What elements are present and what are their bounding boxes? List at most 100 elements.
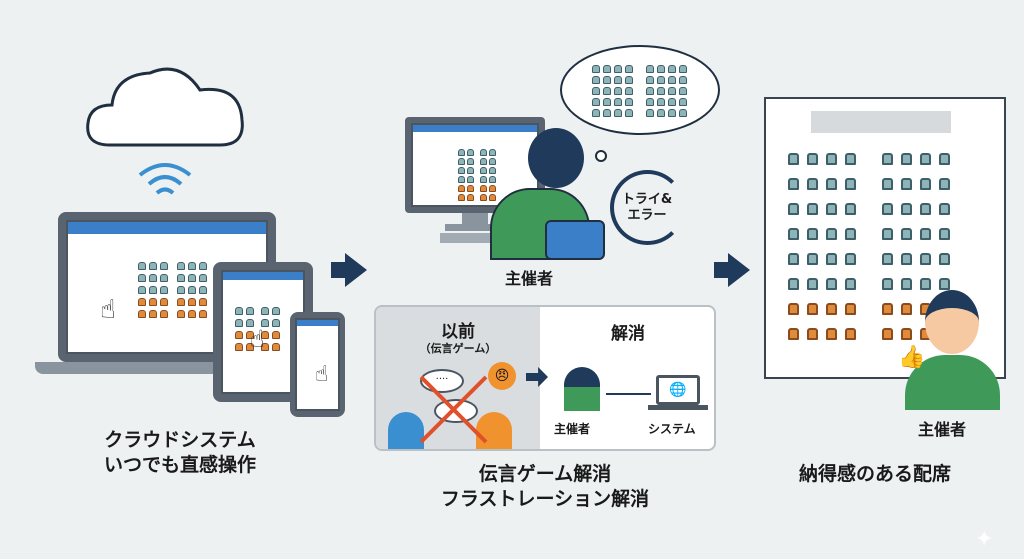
seat-icon bbox=[788, 178, 799, 190]
seat-icon bbox=[646, 76, 654, 84]
cycle-label-line: トライ& bbox=[621, 192, 673, 207]
seat-icon bbox=[149, 262, 157, 270]
seat-icon bbox=[826, 178, 837, 190]
comparison-panel: 以前 （伝言ゲーム） ···· 😠 解消 🌐 主催者 システム bbox=[374, 305, 716, 451]
seat-icon bbox=[845, 328, 856, 340]
seat-icon bbox=[467, 176, 474, 183]
seat-icon bbox=[788, 253, 799, 265]
seat-icon bbox=[882, 253, 893, 265]
seat-icon bbox=[657, 65, 665, 73]
cross-icon bbox=[419, 375, 488, 444]
seat-icon bbox=[788, 153, 799, 165]
center-caption: 伝言ゲーム解消 フラストレーション解消 bbox=[380, 462, 710, 512]
laptop-base bbox=[648, 405, 708, 410]
before-subtitle: （伝言ゲーム） bbox=[419, 342, 497, 355]
seat-icon bbox=[901, 303, 912, 315]
seat-icon bbox=[939, 153, 950, 165]
seat-icon bbox=[614, 76, 622, 84]
seat-icon bbox=[939, 253, 950, 265]
seat-icon bbox=[882, 328, 893, 340]
cycle-label: トライ& エラー bbox=[612, 192, 682, 224]
seat-icon bbox=[261, 307, 269, 315]
seat-icon bbox=[235, 307, 243, 315]
seat-icon bbox=[668, 65, 676, 73]
seat-icon bbox=[138, 310, 146, 318]
seat-icon bbox=[272, 331, 280, 339]
thumbs-up-icon: 👍 bbox=[898, 345, 926, 370]
seat-icon bbox=[160, 286, 168, 294]
seat-icon bbox=[272, 319, 280, 327]
seat-icon bbox=[480, 185, 487, 192]
seat-icon bbox=[679, 87, 687, 95]
caption-line: いつでも直感操作 bbox=[103, 454, 256, 476]
caption-line: 伝言ゲーム解消 bbox=[478, 463, 612, 485]
seat-icon bbox=[788, 328, 799, 340]
person-icon bbox=[476, 412, 512, 449]
seat-icon bbox=[480, 149, 487, 156]
seat-icon bbox=[920, 203, 931, 215]
seat-icon bbox=[138, 286, 146, 294]
seat-icon bbox=[177, 310, 185, 318]
seat-icon bbox=[679, 109, 687, 117]
seat-icon bbox=[480, 158, 487, 165]
seat-icon bbox=[246, 307, 254, 315]
seat-icon bbox=[614, 65, 622, 73]
seat-icon bbox=[807, 253, 818, 265]
left-caption: クラウドシステム いつでも直感操作 bbox=[50, 428, 310, 478]
seat-icon bbox=[845, 153, 856, 165]
seat-icon bbox=[160, 262, 168, 270]
seat-icon bbox=[199, 310, 207, 318]
seat-icon bbox=[807, 303, 818, 315]
seat-icon bbox=[199, 298, 207, 306]
seat-icon bbox=[199, 286, 207, 294]
seat-icon bbox=[188, 262, 196, 270]
seat-icon bbox=[901, 178, 912, 190]
seat-icon bbox=[177, 274, 185, 282]
seat-icon bbox=[188, 286, 196, 294]
seat-icon bbox=[592, 76, 600, 84]
seat-icon bbox=[939, 203, 950, 215]
seat-icon bbox=[788, 303, 799, 315]
seat-icon bbox=[807, 278, 818, 290]
seat-icon bbox=[845, 178, 856, 190]
seat-icon bbox=[657, 98, 665, 106]
seat-icon bbox=[138, 262, 146, 270]
arrow-right-icon bbox=[714, 253, 750, 287]
seat-icon bbox=[826, 278, 837, 290]
seat-icon bbox=[901, 278, 912, 290]
seat-icon bbox=[657, 76, 665, 84]
seat-icon bbox=[489, 185, 496, 192]
seat-icon bbox=[592, 98, 600, 106]
thought-dot bbox=[595, 150, 607, 162]
cloud-icon bbox=[86, 67, 244, 147]
seat-icon bbox=[467, 167, 474, 174]
seat-icon bbox=[646, 98, 654, 106]
seat-icon bbox=[845, 203, 856, 215]
after-title: 解消 bbox=[611, 324, 645, 344]
hand-pointer-icon: ☝ bbox=[315, 362, 329, 387]
seat-icon bbox=[646, 109, 654, 117]
seat-icon bbox=[188, 310, 196, 318]
seat-icon bbox=[901, 328, 912, 340]
organizer-head bbox=[925, 290, 979, 354]
organizer-label: 主催者 bbox=[918, 420, 967, 439]
organizer-label: 主催者 bbox=[505, 269, 554, 288]
thought-bubble-icon bbox=[560, 45, 720, 135]
laptop-globe-icon: 🌐 bbox=[656, 375, 700, 405]
seat-icon bbox=[458, 158, 465, 165]
seat-icon bbox=[458, 167, 465, 174]
seat-icon bbox=[592, 65, 600, 73]
seat-icon bbox=[920, 278, 931, 290]
seat-icon bbox=[657, 87, 665, 95]
seat-icon bbox=[458, 176, 465, 183]
seat-icon bbox=[603, 65, 611, 73]
cycle-label-line: エラー bbox=[627, 208, 667, 223]
seat-icon bbox=[603, 76, 611, 84]
seat-icon bbox=[480, 194, 487, 201]
seat-icon bbox=[246, 319, 254, 327]
seat-icon bbox=[467, 149, 474, 156]
seat-icon bbox=[467, 185, 474, 192]
seat-icon bbox=[603, 109, 611, 117]
seat-icon bbox=[807, 228, 818, 240]
seat-icon bbox=[489, 158, 496, 165]
